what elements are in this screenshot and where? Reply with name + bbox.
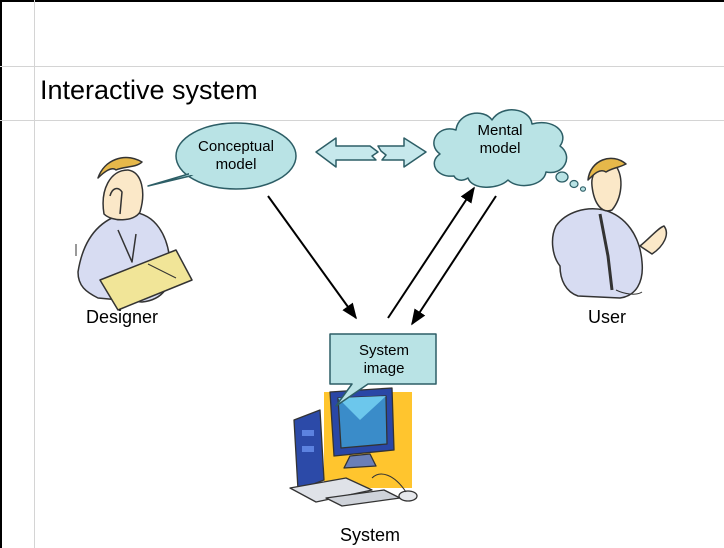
system-image-callout bbox=[329, 333, 437, 407]
user-figure-icon bbox=[551, 157, 668, 299]
frame-border-left bbox=[0, 0, 2, 548]
slide-title: Interactive system bbox=[40, 75, 258, 105]
frame-border-top bbox=[0, 0, 724, 2]
computer-system-icon bbox=[289, 387, 418, 507]
arrow-conceptual-to-system bbox=[267, 195, 357, 320]
layout-guide-horizontal bbox=[0, 66, 724, 67]
designer-caption: Designer bbox=[86, 307, 159, 327]
conceptual-model-bubble bbox=[147, 122, 297, 190]
arrow-system-to-mental bbox=[387, 186, 475, 319]
mental-model-cloud bbox=[433, 109, 587, 192]
system-caption: System bbox=[340, 525, 401, 545]
layout-guide-vertical bbox=[34, 0, 35, 548]
arrow-mental-to-system bbox=[411, 195, 497, 326]
designer-figure-icon bbox=[75, 157, 193, 311]
double-arrow-icon bbox=[315, 137, 427, 168]
user-caption: User bbox=[588, 307, 627, 327]
layout-guide-horizontal bbox=[0, 120, 724, 121]
